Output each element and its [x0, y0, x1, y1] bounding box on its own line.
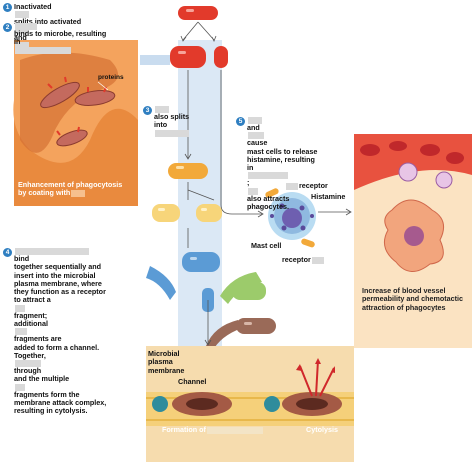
- mast-cell-label: Mast cell: [251, 241, 282, 250]
- step-4-line-5: they function as a receptor: [14, 287, 106, 297]
- step-5-line-8: phagocytes.: [247, 201, 289, 211]
- step-4-line-16: resulting in cytolysis.: [14, 406, 88, 416]
- step-4-line-9: fragments are: [14, 334, 62, 344]
- step-4-badge: 4: [3, 248, 12, 257]
- histamine-label: Histamine: [311, 192, 346, 201]
- receptor-bottom-text: receptor: [282, 255, 311, 264]
- step-5-badge: 5: [236, 117, 245, 126]
- protein-c5a: [152, 204, 180, 222]
- protein-c3-inactive: [178, 6, 218, 20]
- step-4-line-8: additional: [14, 318, 48, 328]
- membrane-label-line-3: membrane: [148, 365, 185, 375]
- membrane-label-line-1: Microbial: [148, 349, 180, 358]
- membrane-label: Microbial plasma membrane: [148, 349, 185, 375]
- step-5-line-3: mast cells to release: [247, 146, 318, 156]
- protein-c5: [168, 163, 208, 179]
- step-4-line-13: and the multiple: [14, 374, 70, 384]
- step-4-line-11: Together,: [14, 350, 46, 360]
- step-1-line-2: splits into activated: [14, 17, 82, 27]
- vessel-caption: Increase of blood vessel permeability an…: [362, 286, 464, 312]
- protein-c9: [206, 318, 276, 352]
- step-4-line-14: fragments form the: [14, 389, 80, 399]
- cytolysis-label: Cytolysis: [306, 425, 338, 434]
- step-4-line-2: together sequentially and: [14, 262, 102, 272]
- step-2-text: binds to microbe, resulting in: [14, 23, 106, 54]
- step-3-text: also splits into: [154, 106, 190, 137]
- protein-c3b: [214, 46, 228, 68]
- vessel-caption-line-3: attraction of phagocytes: [362, 302, 446, 312]
- c5a-receptor-top: [265, 188, 279, 198]
- receptor-bottom-label: receptor: [282, 255, 325, 264]
- receptor-top-text: receptor: [299, 181, 328, 190]
- c3a-receptor-bottom: [301, 238, 315, 248]
- proteins-label: proteins: [98, 74, 124, 81]
- step-2-line-1: binds to microbe, resulting: [14, 29, 107, 38]
- phagocytosis-caption-line-1: Enhancement of phagocytosis: [18, 180, 123, 189]
- formation-label: Formation of: [162, 425, 264, 434]
- step-4-text: bind together sequentially and insert in…: [14, 248, 106, 416]
- step-5-line-1: and: [247, 123, 260, 132]
- vessel-caption-line-1: Increase of blood vessel: [362, 286, 446, 295]
- vessel-caption-line-2: permeability and chemotactic: [362, 294, 464, 304]
- step-1-line-3: and: [14, 32, 27, 42]
- step-5-line-7: also attracts: [247, 193, 290, 203]
- step-3-line-1: also splits: [154, 112, 190, 121]
- receptor-top-label: receptor: [285, 181, 328, 190]
- protein-c3a: [170, 46, 206, 68]
- step-4-line-12: through: [14, 366, 42, 376]
- step-4-line-10: added to form a channel.: [14, 342, 100, 352]
- step-4-line-4: plasma membrane, where: [14, 278, 102, 288]
- protein-c7: [146, 266, 176, 300]
- step-2-line-2: in: [14, 37, 21, 47]
- membrane-panel: [146, 346, 354, 462]
- step-5-line-6: ;: [247, 178, 250, 188]
- phagocytosis-panel: [13, 40, 138, 206]
- membrane-label-line-2: plasma: [148, 357, 173, 367]
- phagocytosis-caption-line-2: by coating with: [18, 188, 71, 198]
- step-5-line-2: cause: [247, 138, 268, 148]
- mast-cell: [268, 192, 316, 240]
- step-4-line-15: membrane attack complex,: [14, 397, 107, 407]
- step-4-line-1: bind: [14, 254, 30, 263]
- protein-green-body: [232, 282, 266, 300]
- protein-c5b: [196, 204, 222, 222]
- step-1-line-1: Inactivated: [14, 2, 52, 11]
- step-3-line-2: into: [154, 120, 168, 130]
- step-3-badge: 3: [143, 106, 152, 115]
- protein-c6: [182, 252, 220, 272]
- step-4-line-6: to attract a: [14, 295, 51, 305]
- step-5-text: and cause mast cells to release histamine…: [247, 117, 317, 211]
- step-4-line-7: fragment;: [14, 310, 48, 320]
- step-5-line-5: in: [247, 163, 254, 173]
- step-2-badge: 2: [3, 23, 12, 32]
- step-4-line-3: insert into the microbial: [14, 270, 96, 280]
- blood-vessel-panel: [354, 134, 472, 348]
- step-5-line-4: histamine, resulting: [247, 154, 315, 164]
- channel-label: Channel: [178, 377, 207, 386]
- formation-text: Formation of: [162, 425, 206, 434]
- step-1-badge: 1: [3, 3, 12, 12]
- phagocytosis-caption: Enhancement of phagocytosis by coating w…: [18, 180, 123, 198]
- step-1-text: Inactivated splits into activated and: [14, 2, 82, 49]
